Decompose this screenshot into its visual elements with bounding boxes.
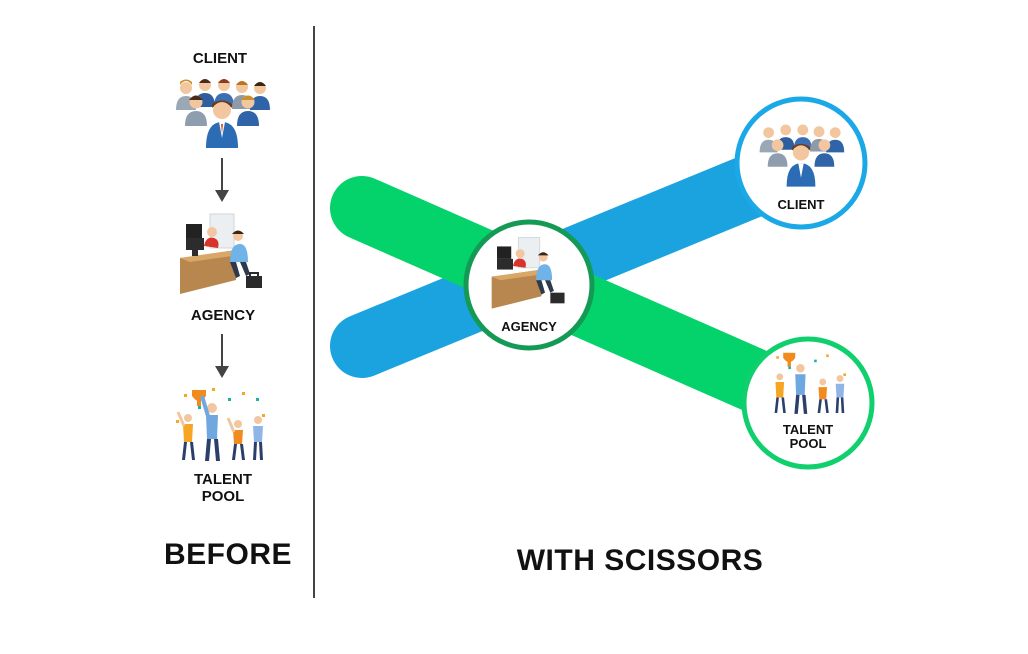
scissors-title: WITH SCISSORS — [516, 544, 764, 577]
scissors-talent-line1: TALENT — [782, 422, 834, 437]
client-person-mid-left — [185, 95, 207, 126]
before-talent-label: TALENT POOL — [170, 471, 276, 505]
section-divider — [313, 26, 315, 598]
scissors-agency-label: AGENCY — [501, 319, 557, 334]
talent-person-4 — [253, 416, 263, 460]
talent-pool-celebration-icon — [176, 388, 265, 461]
before-title: BEFORE — [163, 538, 292, 571]
client-person-mid-right — [237, 95, 259, 126]
talent-person-3 — [226, 417, 245, 460]
client-group-icon — [176, 79, 270, 148]
scissors-client-label: CLIENT — [777, 197, 825, 212]
down-arrow-icon-2 — [215, 334, 229, 378]
client-person-back-right — [250, 82, 270, 110]
before-talent-line2: POOL — [201, 487, 245, 505]
talent-pool-celebration-icon-node — [774, 352, 846, 414]
before-agency-label: AGENCY — [190, 307, 256, 324]
scissors-talent-label: TALENT POOL — [758, 422, 858, 452]
down-arrow-icon-1 — [215, 158, 229, 202]
agency-office-icon-node — [491, 237, 565, 309]
talent-person-2 — [200, 395, 220, 461]
client-group-icon-node — [759, 124, 845, 187]
client-person-front — [206, 100, 238, 148]
agency-office-icon — [180, 213, 262, 294]
before-talent-line1: TALENT — [193, 471, 253, 488]
scissors-talent-line2: POOL — [789, 436, 827, 452]
talent-person-1 — [176, 411, 195, 460]
before-client-label: CLIENT — [192, 50, 248, 67]
talent-node — [741, 336, 875, 470]
